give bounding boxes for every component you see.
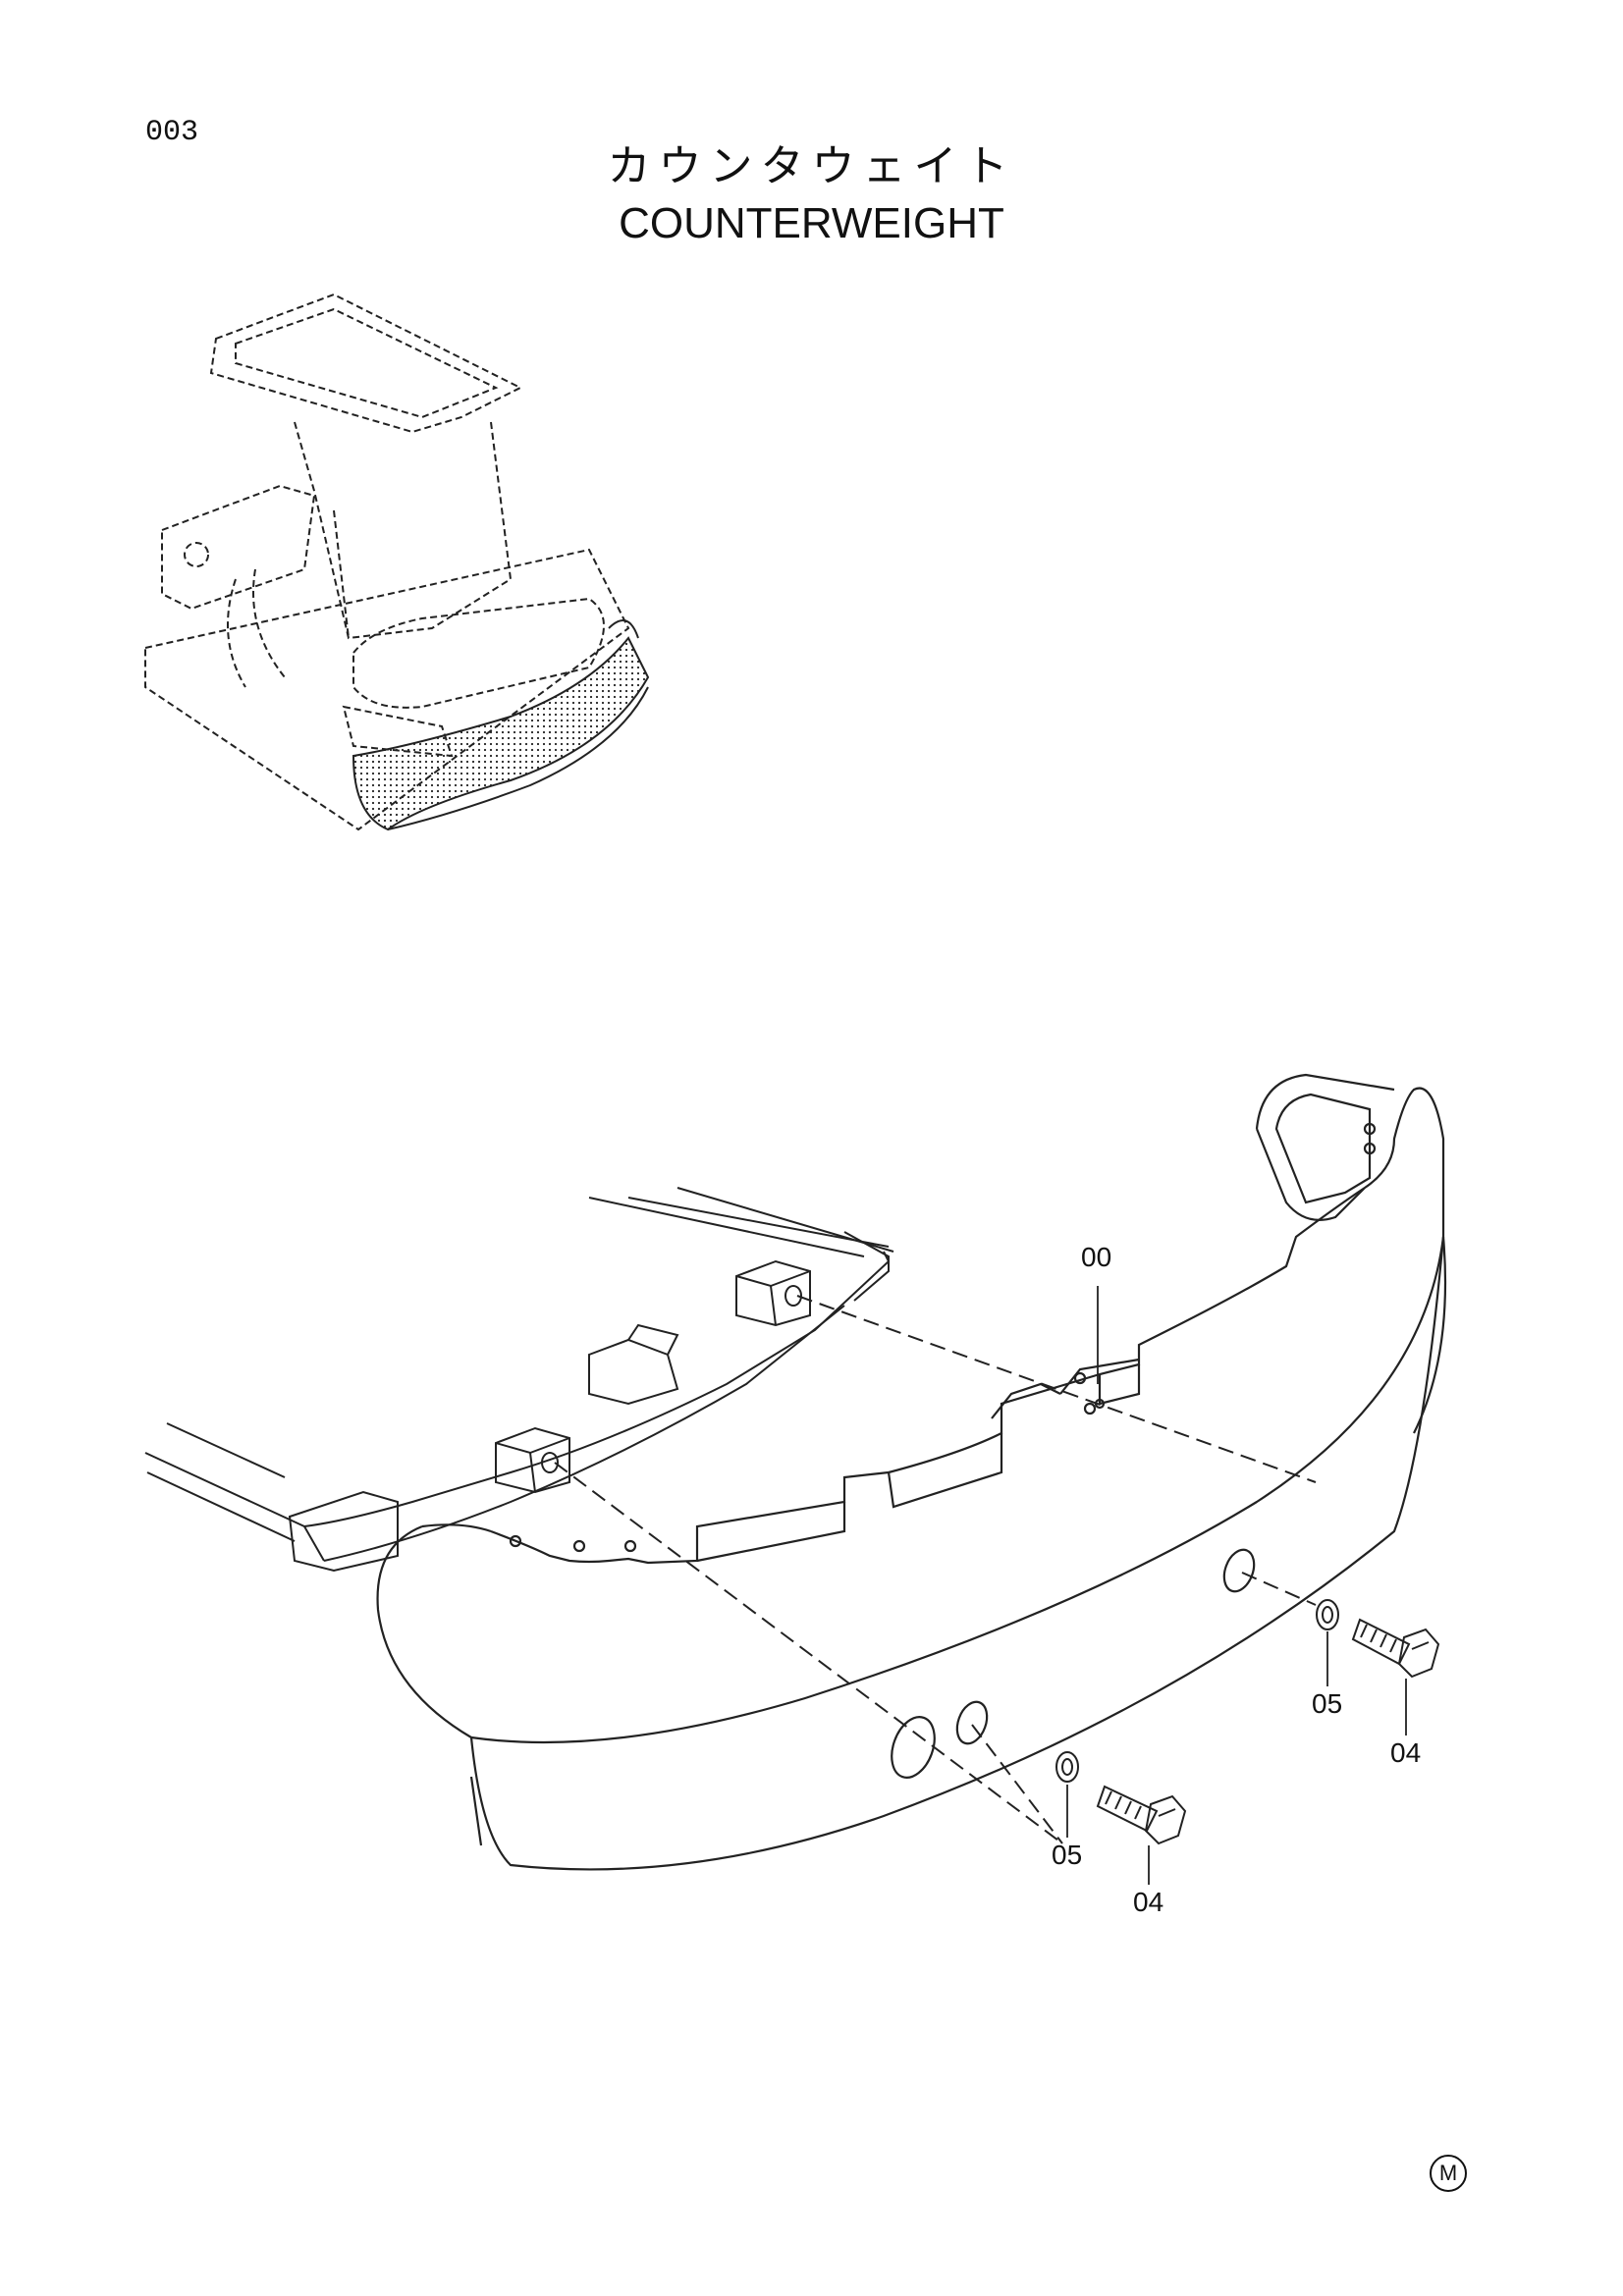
callout-leaders: [1066, 1286, 1407, 1885]
m-mark: M: [1430, 2155, 1467, 2192]
assembly-lines: [554, 1295, 1317, 1844]
bolt-left: [1096, 1785, 1187, 1845]
inset-counterweight-highlight: [352, 619, 650, 831]
callout-05-right: 05: [1312, 1688, 1343, 1719]
upper-frame-structure: [144, 1187, 894, 1573]
machine-overview-inset: [144, 293, 630, 831]
title-block: カウンタウェイト COUNTERWEIGHT: [0, 137, 1623, 251]
bolt-right: [1351, 1618, 1440, 1679]
callout-04-right: 04: [1390, 1737, 1422, 1768]
title-japanese: カウンタウェイト: [607, 141, 1016, 191]
washer-left: [1055, 1751, 1079, 1783]
callout-00: 00: [1081, 1242, 1112, 1272]
page-number: 003: [145, 116, 199, 149]
title-english: COUNTERWEIGHT: [619, 199, 1004, 247]
washer-right: [1316, 1599, 1339, 1630]
counterweight-body: [376, 1073, 1447, 1871]
callout-05-left: 05: [1052, 1840, 1083, 1870]
callout-04-left: 04: [1133, 1887, 1164, 1917]
